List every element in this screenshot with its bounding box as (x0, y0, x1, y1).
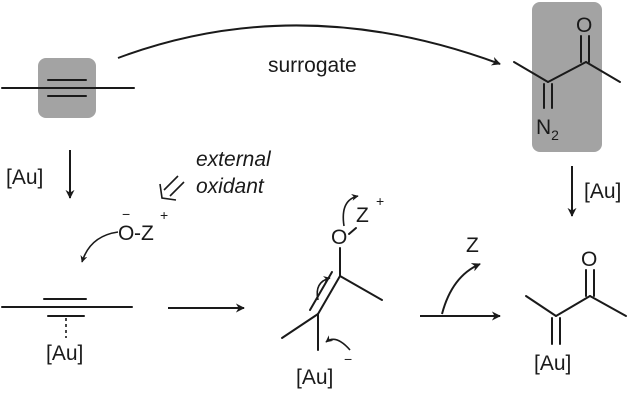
carbene-methyl-bond (525, 295, 557, 317)
pi-push-curly-arrow (316, 276, 331, 301)
vinyl-methyl-bond (281, 313, 319, 339)
carbene-oxygen: O (581, 248, 597, 271)
oz-cleavage-curly-arrow (342, 193, 359, 227)
vinyl-au-charge: − (344, 351, 352, 367)
gold-carbene: O [Au] (525, 248, 627, 375)
oxidant-label: oxidant (196, 175, 265, 198)
carbene-ketone-methyl-bond (589, 295, 627, 317)
intermediate-oxygen: O (331, 226, 347, 249)
carbonyl-oxygen: O (576, 14, 592, 37)
alkyne-substrate (1, 58, 135, 118)
diazo-ketone: O N2 (513, 2, 621, 152)
gold-alkyne-complex: [Au] (1, 298, 133, 365)
au-push-curly-arrow (325, 335, 351, 351)
carbene-au: [Au] (534, 352, 571, 375)
complex-au: [Au] (46, 342, 83, 365)
carbene-cc-bond (555, 295, 591, 317)
surrogate-arrow (117, 24, 501, 66)
oxidant-oxygen: O (118, 222, 134, 245)
leaving-z: Z (466, 234, 479, 257)
surrogate-label: surrogate (268, 54, 357, 77)
oxidant-hollow-arrow (159, 175, 185, 201)
diazo-nitrogen: N2 (536, 116, 559, 143)
vinyl-gold-intermediate: O Z + [Au] − (281, 193, 384, 389)
external-label: external (196, 148, 272, 171)
oxidant-z-charge: + (160, 207, 168, 223)
o-z-bond (348, 227, 357, 235)
c-methyl-bond (339, 275, 383, 301)
attack-curly-arrow (80, 231, 119, 263)
oxidant-z: -Z (134, 222, 154, 245)
z-release-arrow (441, 263, 481, 315)
right-au-label: [Au] (584, 180, 621, 203)
diazo-cc-bond (547, 61, 587, 83)
oxidant-oxygen-charge: − (122, 206, 130, 222)
intermediate-z: Z (356, 204, 369, 227)
cc-double-bond-a (317, 275, 341, 315)
left-au-label: [Au] (6, 166, 43, 189)
intermediate-z-charge: + (376, 193, 384, 209)
ketone-methyl-bond (585, 61, 621, 83)
vinyl-au: [Au] (296, 366, 333, 389)
diazo-highlight-box (532, 2, 602, 152)
diazo-methyl-bond (513, 61, 549, 83)
